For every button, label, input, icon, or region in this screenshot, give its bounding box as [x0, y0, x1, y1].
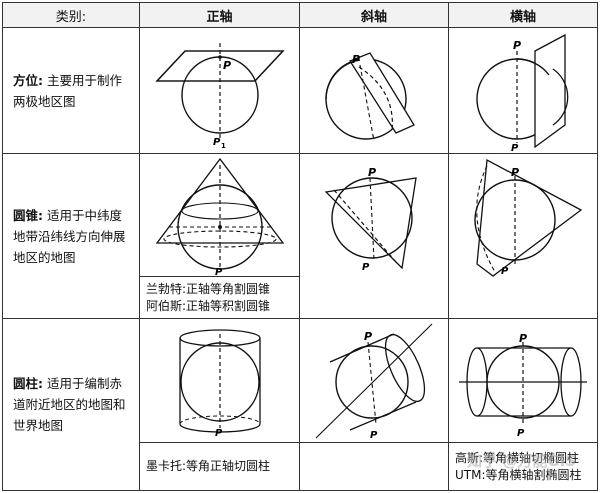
row-cylindrical-notes: 墨卡托:等角正轴切圆柱 高斯:等角横轴切椭圆柱 UTM:等角横轴割椭圆柱	[3, 442, 598, 491]
cylindrical-description: 圆柱: 适用于编制赤道附近地区的地图和世界地图	[2, 318, 140, 491]
pole-label-sub: 1	[221, 142, 226, 150]
conic-normal-note: 兰勃特:正轴等角割圆锥 阿伯斯:正轴等积割圆锥	[139, 276, 300, 319]
cyl-oblique-note-empty	[299, 442, 449, 491]
azimuthal-oblique-diagram: P	[325, 51, 415, 141]
row-cylindrical: 圆柱: 适用于编制赤道附近地区的地图和世界地图 P P	[2, 318, 598, 491]
pole-label-p1: P	[370, 430, 378, 441]
conic-oblique-figure: P P	[299, 153, 449, 319]
pole-label-p: P	[223, 59, 231, 72]
pole-label-p1: P	[511, 143, 519, 153]
conic-transverse-diagram: P P	[474, 158, 583, 277]
note-albers: 阿伯斯:正轴等积割圆锥	[146, 298, 271, 313]
azimuthal-description: 方位: 主要用于制作两极地区图	[2, 27, 140, 154]
conic-description: 圆锥: 适用于中纬度地带沿纬线方向伸展地区的地图	[2, 153, 140, 319]
azimuthal-oblique-figure: P	[299, 27, 449, 154]
pole-label-p: P	[368, 166, 376, 179]
row-azimuthal: 方位: 主要用于制作两极地区图 P P 1 P	[2, 27, 598, 154]
conic-oblique-diagram: P P	[324, 166, 417, 273]
pole-label-p1: P	[213, 137, 221, 148]
cyl-transverse-note: 高斯:等角横轴切椭圆柱 UTM:等角横轴割椭圆柱	[448, 442, 598, 491]
pole-label-p1: P	[501, 266, 509, 277]
pole-label-p: P	[511, 166, 519, 179]
header-category: 类别:	[2, 2, 140, 28]
cyl-oblique-figure: P P	[299, 318, 449, 443]
azimuthal-transverse-diagram: P P	[476, 33, 569, 153]
pole-label-p: P	[513, 39, 521, 52]
cylindrical-label: 圆柱:	[13, 376, 43, 391]
pole-label-p1: P	[517, 428, 525, 439]
conic-normal-figure: P	[139, 153, 300, 277]
conic-transverse-figure: P P	[448, 153, 598, 319]
pole-label-p1: P	[215, 428, 223, 439]
pole-label-p: P	[364, 330, 372, 343]
header-transverse: 横轴	[448, 2, 598, 28]
conic-label: 圆锥:	[13, 207, 43, 223]
pole-label-p1: P	[362, 262, 370, 273]
azimuthal-text: 主要用于制作两极地区图	[13, 72, 122, 109]
note-utm: UTM:等角横轴割椭圆柱	[455, 467, 582, 482]
cyl-normal-note: 墨卡托:等角正轴切圆柱	[139, 442, 300, 491]
cyl-transverse-diagram: P P	[459, 332, 587, 439]
header-oblique: 斜轴	[299, 2, 449, 28]
cyl-normal-diagram: P	[178, 328, 261, 439]
note-gauss: 高斯:等角横轴切椭圆柱	[455, 450, 580, 465]
pole-label-p: P	[352, 53, 360, 66]
pole-label-p: P	[519, 332, 527, 345]
note-mercator: 墨卡托:等角正轴切圆柱	[146, 459, 271, 473]
note-lambert: 兰勃特:正轴等角割圆锥	[146, 281, 271, 296]
pole-label-p1: P	[215, 267, 223, 276]
azimuthal-normal-diagram: P P 1	[155, 42, 284, 150]
cyl-oblique-diagram: P P	[315, 323, 433, 441]
header-row: 类别: 正轴 斜轴 横轴	[2, 2, 598, 28]
azimuthal-normal-figure: P P 1	[139, 27, 300, 154]
row-conic: 圆锥: 适用于中纬度地带沿纬线方向伸展地区的地图 P P P	[2, 153, 598, 319]
cyl-normal-figure: P	[139, 318, 300, 443]
conic-text: 适用于中纬度地带沿纬线方向伸展地区的地图	[13, 207, 126, 265]
azimuthal-label: 方位:	[13, 72, 43, 88]
header-normal: 正轴	[139, 2, 300, 28]
cylindrical-text: 适用于编制赤道附近地区的地图和世界地图	[13, 376, 126, 433]
conic-normal-diagram: P	[155, 157, 284, 276]
azimuthal-transverse-figure: P P	[448, 27, 598, 154]
cyl-transverse-figure: P P	[448, 318, 598, 443]
